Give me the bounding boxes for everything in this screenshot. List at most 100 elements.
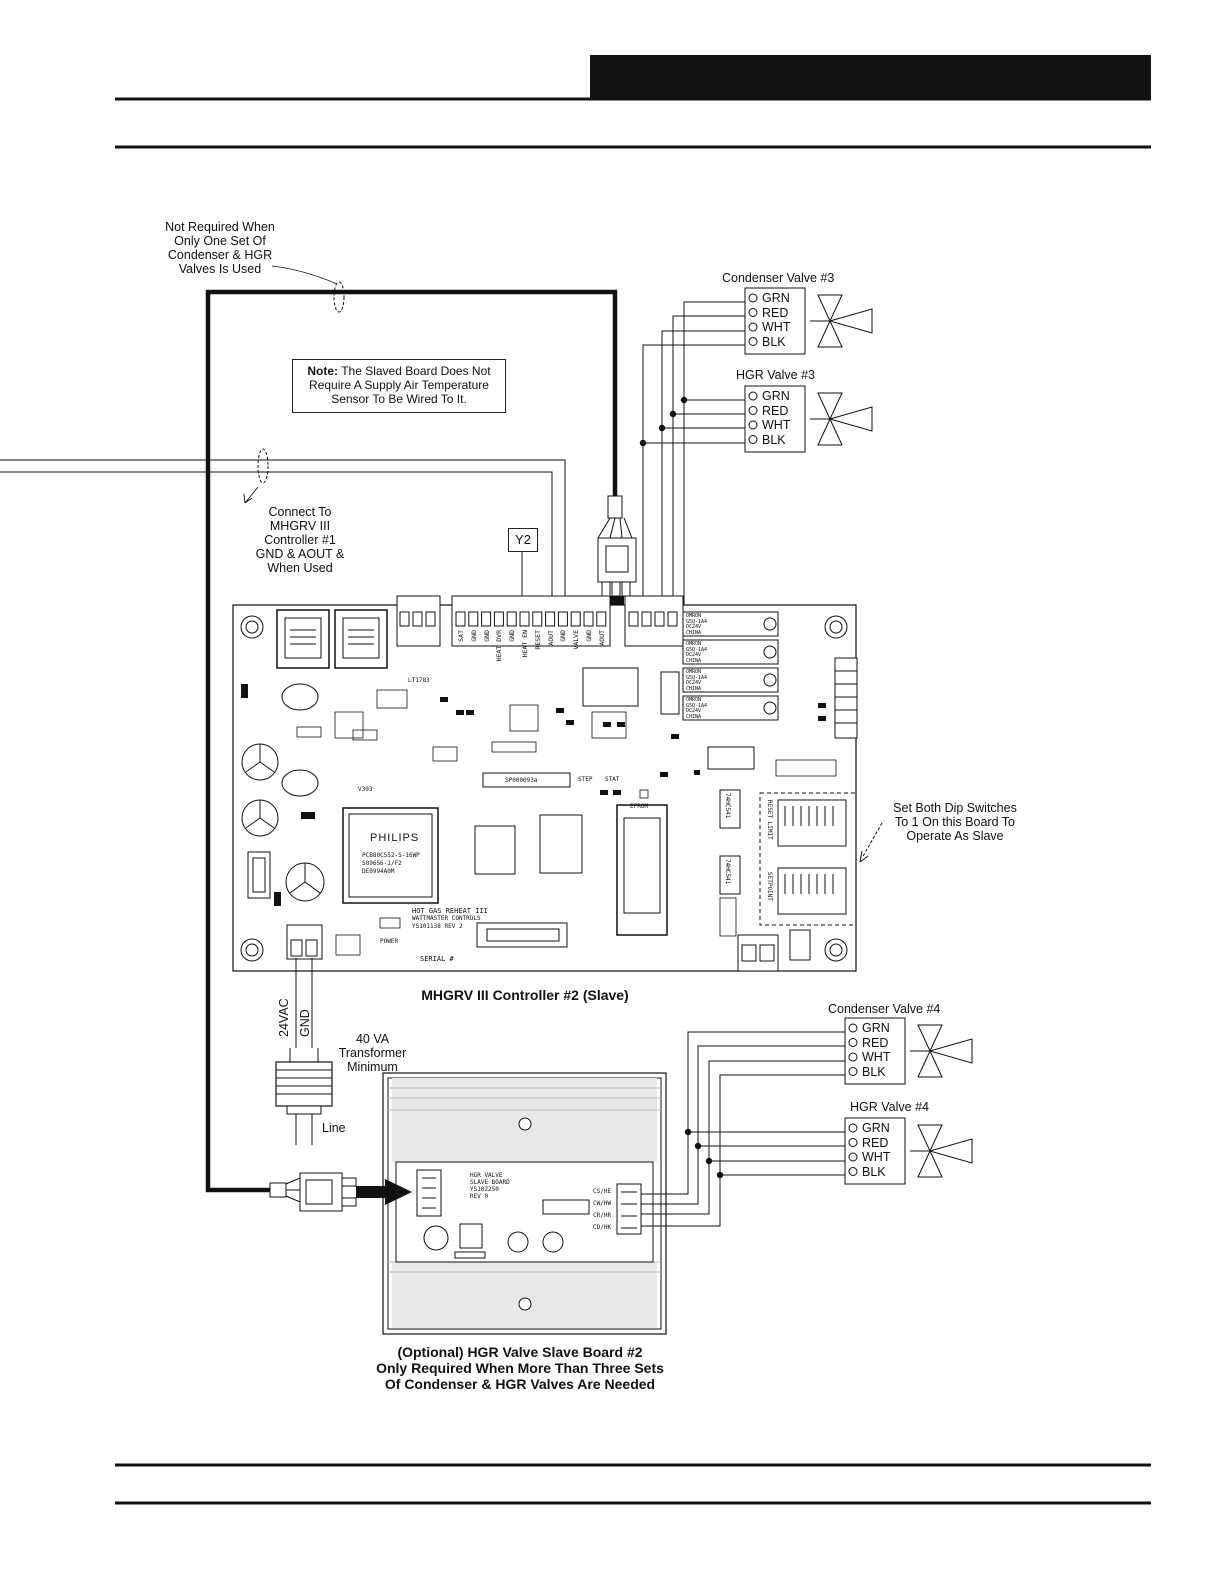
terminal-label: RESET bbox=[533, 630, 542, 650]
transformer-label: 40 VA Transformer Minimum bbox=[330, 1032, 415, 1074]
connect-to-label: Connect To MHGRV III Controller #1 GND &… bbox=[240, 505, 360, 575]
screw-terminal bbox=[425, 611, 436, 627]
slave-board-text-3: YS102250 bbox=[470, 1186, 499, 1193]
terminal-label: GND bbox=[469, 630, 478, 642]
valve-3-wiring bbox=[642, 301, 745, 620]
connect-line-1: Connect To bbox=[268, 505, 332, 519]
valve-title: Condenser Valve #3 bbox=[722, 271, 835, 285]
not-required-line-1: Not Required When bbox=[165, 220, 275, 234]
note-box: Note: The Slaved Board Does Not Require … bbox=[292, 359, 506, 413]
transformer bbox=[275, 1048, 333, 1145]
screw-terminal bbox=[570, 611, 581, 627]
valve-4-wiring bbox=[641, 1031, 845, 1227]
ic-74hc-1: 74HC541 bbox=[724, 793, 731, 819]
not-required-line-4: Valves Is Used bbox=[178, 262, 262, 276]
dip-line-3: Operate As Slave bbox=[906, 829, 1004, 843]
wire-terminal-icon bbox=[748, 308, 758, 317]
philips-part-2: S09656-1/F2 bbox=[362, 860, 402, 867]
wire-terminal-icon bbox=[848, 1052, 858, 1062]
wire-terminal-icon bbox=[748, 337, 758, 346]
cable-break-marker bbox=[333, 281, 345, 313]
power-label: POWER bbox=[380, 938, 399, 945]
screw-terminal bbox=[399, 611, 410, 627]
slave-board bbox=[382, 1072, 667, 1335]
relay-label: DC24V bbox=[686, 680, 702, 686]
lead-break-marker bbox=[257, 448, 269, 484]
connect-line-5: When Used bbox=[267, 561, 333, 575]
wire-terminal-icon bbox=[748, 293, 758, 303]
connect-line-2: MHGRV III bbox=[269, 519, 331, 533]
slave-terminal-label: CS/HE bbox=[593, 1188, 612, 1195]
transformer-line-2: Transformer bbox=[338, 1046, 407, 1060]
wire-terminal-icon bbox=[748, 435, 758, 444]
note-bold: Note: bbox=[307, 364, 339, 378]
dip-line-1: Set Both Dip Switches bbox=[893, 801, 1017, 815]
screw-terminal bbox=[532, 611, 543, 627]
wire-terminal-icon bbox=[748, 406, 758, 415]
eprom-label: EPROM bbox=[630, 803, 649, 810]
wire-label: GRN bbox=[862, 1121, 890, 1135]
wire-label: BLK bbox=[762, 334, 786, 349]
wire-label: BLK bbox=[762, 432, 786, 447]
valve-symbol-icon bbox=[810, 294, 873, 348]
small-parts bbox=[296, 689, 837, 956]
valve-title: Condenser Valve #4 bbox=[828, 1002, 941, 1016]
wire-label: BLK bbox=[862, 1164, 886, 1179]
wire-label: RED bbox=[862, 1035, 889, 1050]
valve-symbol-icon bbox=[910, 1124, 973, 1178]
slave-caption: (Optional) HGR Valve Slave Board #2 Only… bbox=[330, 1344, 710, 1392]
screw-terminal bbox=[557, 611, 568, 627]
hot-gas-label: HOT GAS REHEAT III bbox=[412, 907, 488, 915]
wire-label: GRN bbox=[762, 389, 790, 403]
screw-terminal bbox=[583, 611, 594, 627]
dip-note-leader bbox=[861, 822, 883, 859]
wire-terminal-icon bbox=[748, 420, 758, 430]
not-required-label: Not Required When Only One Set Of Conden… bbox=[150, 220, 290, 276]
wire-terminal-icon bbox=[848, 1023, 858, 1033]
screw-terminal bbox=[412, 611, 423, 627]
relay-label: OMRON bbox=[686, 641, 702, 647]
slave-link-cable bbox=[205, 289, 618, 1193]
screw-terminal bbox=[493, 611, 504, 627]
relay-label: DC24V bbox=[686, 652, 702, 658]
connect-line-3: Controller #1 bbox=[264, 533, 336, 547]
slave-board-text-2: SLAVE BOARD bbox=[470, 1179, 510, 1186]
wire-terminal-icon bbox=[848, 1152, 858, 1162]
wire-label: GRN bbox=[762, 291, 790, 305]
relay-label: CHINA bbox=[686, 629, 702, 636]
setpoint-label: SETPOINT bbox=[766, 872, 773, 901]
terminal-label: AOUT bbox=[597, 630, 606, 646]
relay-label: CHINA bbox=[686, 657, 702, 664]
valve-symbol-icon bbox=[810, 392, 873, 446]
aout-lead bbox=[0, 459, 566, 620]
terminal-label: GND bbox=[585, 630, 593, 642]
philips-part-1: PCB80C552-5-16WP bbox=[362, 852, 420, 859]
wire-terminal-icon bbox=[848, 1167, 858, 1176]
v303-label: V303 bbox=[358, 786, 373, 793]
screw-terminal bbox=[506, 611, 517, 627]
controller-caption: MHGRV III Controller #2 (Slave) bbox=[421, 987, 629, 1003]
wire-terminal-icon bbox=[848, 1038, 858, 1047]
valve-title: HGR Valve #3 bbox=[736, 368, 815, 382]
lt1783-label: LT1783 bbox=[408, 677, 430, 684]
wire-label: WHT bbox=[762, 320, 791, 334]
slave-caption-3: Of Condenser & HGR Valves Are Needed bbox=[384, 1376, 656, 1392]
wire-terminal-icon bbox=[748, 322, 758, 332]
wire-terminal-icon bbox=[748, 391, 758, 401]
reset-limit-label: RESET LIMIT bbox=[766, 800, 773, 840]
terminal-label: GND bbox=[559, 630, 568, 642]
terminal-label: GND bbox=[482, 630, 491, 642]
valve-boxes bbox=[744, 287, 973, 1185]
not-required-line-3: Condenser & HGR bbox=[167, 248, 273, 262]
wire-label: WHT bbox=[862, 1150, 891, 1164]
note-line-2: Require A Supply Air Temperature bbox=[309, 378, 489, 392]
terminal-label: GND bbox=[508, 630, 517, 642]
screw-terminal bbox=[468, 611, 479, 627]
relay-label: OMRON bbox=[686, 613, 702, 619]
vac24-label: 24VAC bbox=[277, 998, 291, 1037]
valve-3-junctions bbox=[639, 396, 688, 447]
connect-to-leader bbox=[243, 486, 259, 504]
slave-terminal-label: CW/HW bbox=[593, 1200, 612, 1207]
wire-label: WHT bbox=[762, 418, 791, 432]
